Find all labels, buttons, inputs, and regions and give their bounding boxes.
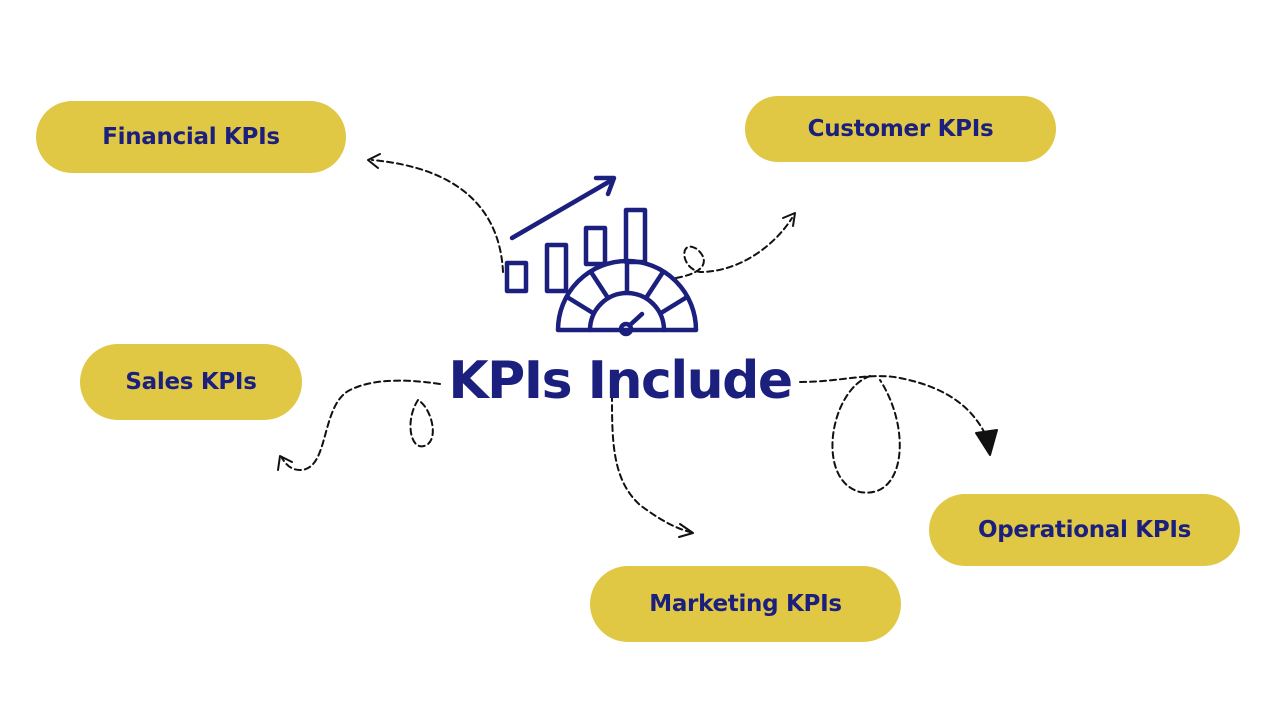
arrowhead-operational (975, 429, 998, 456)
sales-kpis-node: Sales KPIs (80, 344, 302, 420)
financial-kpis-node: Financial KPIs (36, 101, 346, 173)
connector-to-marketing (611, 394, 691, 533)
kpi-dashboard-chart-icon (504, 175, 699, 337)
operational-kpis-node: Operational KPIs (929, 494, 1240, 566)
arrowhead-customer (782, 212, 796, 227)
arrowhead-financial (367, 153, 381, 169)
marketing-kpis-node: Marketing KPIs (590, 566, 901, 642)
connector-to-operational (799, 375, 989, 441)
connector-sales-loop (409, 399, 434, 448)
customer-kpis-node: Customer KPIs (745, 96, 1056, 162)
diagram-title: KPIs Include (448, 351, 793, 411)
arrowhead-marketing (678, 523, 694, 538)
connector-to-customer (675, 217, 793, 279)
connector-operational-loop (831, 375, 901, 494)
connector-to-financial (371, 159, 504, 273)
connector-to-sales (281, 379, 441, 472)
arrowhead-sales (277, 455, 293, 471)
